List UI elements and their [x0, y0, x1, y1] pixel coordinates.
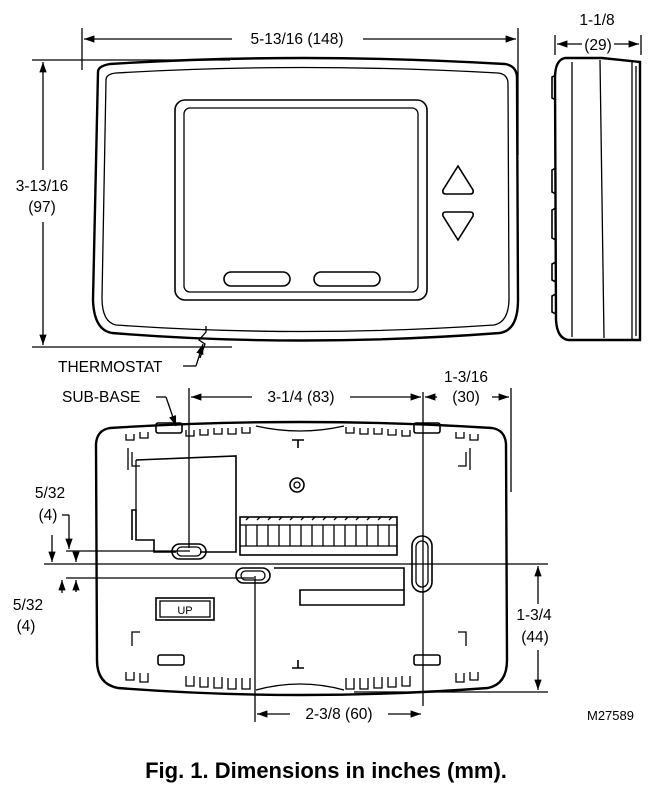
right-button-slot — [313, 271, 381, 287]
vertical-dimension: 1-3/4 (44) — [516, 566, 552, 690]
depth-dimension-mm: (29) — [584, 37, 612, 54]
depth-dimension-inches: 1-1/8 — [579, 12, 614, 29]
sub-base-callout: SUB-BASE — [62, 389, 177, 427]
down-arrow-icon — [442, 211, 474, 242]
lower-offset-dimension: 5/32 (4) — [13, 551, 80, 635]
lower-offset-inches: 5/32 — [13, 597, 43, 614]
up-arrow-icon — [442, 164, 474, 195]
sub-right-inches: 1-3/16 — [444, 369, 488, 386]
terminal-screws — [245, 516, 393, 546]
vertical-dimension-inches: 1-3/4 — [516, 607, 552, 624]
lower-mounting-hole — [235, 567, 271, 584]
vertical-dimension-mm: (44) — [521, 629, 549, 646]
height-dimension-mm: (97) — [28, 199, 56, 216]
figure-code: M27589 — [587, 708, 634, 723]
thermostat-side-view — [551, 56, 642, 342]
sub-span-dimension: 3-1/4 (83) — [188, 388, 424, 706]
depth-dimension: 1-1/8 (29) — [554, 12, 642, 55]
width-dimension: 5-13/16 (148) — [81, 28, 519, 155]
up-label: UP — [177, 605, 192, 617]
bottom-span-dimension: 2-3/8 (60) — [257, 706, 421, 723]
thermostat-label: THERMOSTAT — [58, 359, 163, 376]
left-button-slot — [223, 271, 291, 287]
reference-lines — [44, 550, 548, 722]
sub-base-view: UP — [94, 420, 509, 697]
bottom-span-label: 2-3/8 (60) — [305, 706, 372, 723]
sub-span-label: 3-1/4 (83) — [267, 389, 334, 406]
lower-offset-mm: (4) — [17, 618, 36, 635]
sub-base-label: SUB-BASE — [62, 389, 140, 406]
upper-offset-dimension: 5/32 (4) — [35, 485, 73, 562]
width-dimension-label: 5-13/16 (148) — [250, 31, 343, 48]
figure-caption: Fig. 1. Dimensions in inches (mm). — [145, 758, 507, 783]
sub-right-dimension: 1-3/16 (30) — [425, 369, 512, 492]
thermostat-front-view — [91, 56, 520, 359]
thermostat-callout: THERMOSTAT — [58, 343, 204, 376]
upper-offset-mm: (4) — [39, 507, 58, 524]
sub-right-mm: (30) — [452, 389, 480, 406]
upper-offset-inches: 5/32 — [35, 485, 65, 502]
height-dimension-inches: 3-13/16 — [16, 178, 69, 195]
height-dimension: 3-13/16 (97) — [16, 59, 232, 348]
